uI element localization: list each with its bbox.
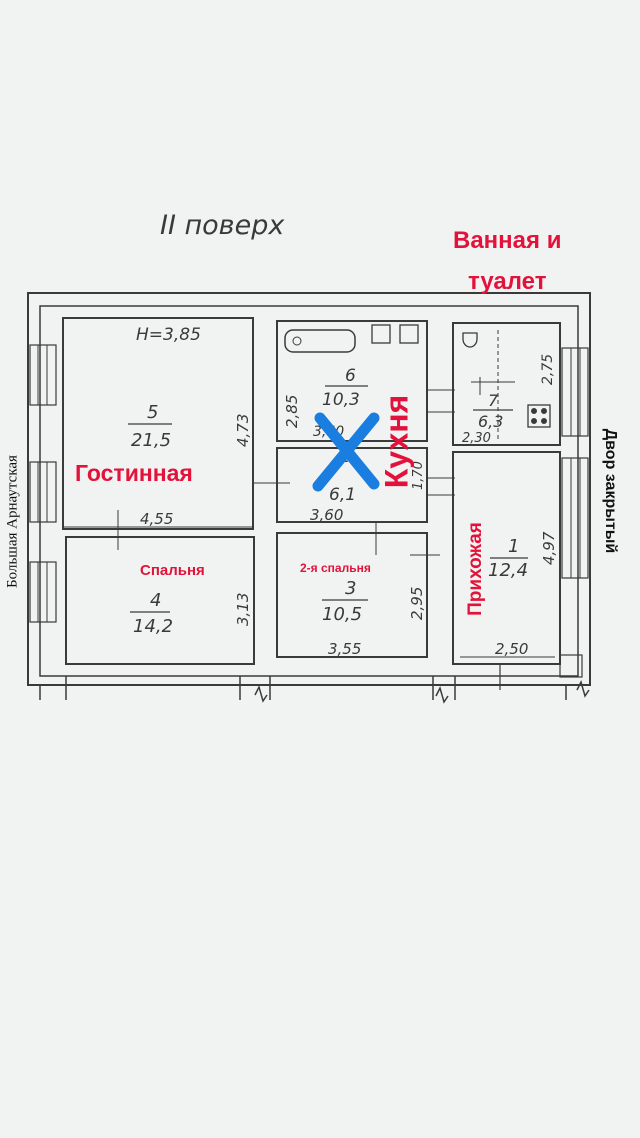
outer-wall — [27, 292, 591, 686]
room-1-width: 2,50 — [495, 640, 528, 658]
room-3-number: 3 — [345, 578, 356, 599]
toilet-icon — [462, 332, 478, 348]
window-right-2 — [561, 457, 589, 579]
ceiling-height: H=3,85 — [136, 325, 201, 345]
sink-icon — [371, 324, 391, 344]
room-7-number: 7 — [488, 391, 499, 410]
bath-wc-label-line2: туалет — [468, 268, 547, 295]
kitchen-label: Кухня — [378, 394, 415, 489]
bedroom-label: Спальня — [140, 562, 205, 579]
room-4-height: 3,13 — [234, 593, 252, 626]
floor-label: II поверх — [160, 210, 285, 241]
bathtub — [284, 329, 356, 353]
room-1-outline — [452, 451, 561, 665]
window-left-2 — [29, 461, 57, 523]
room-5-number: 5 — [147, 402, 158, 423]
room-5-outline — [62, 317, 254, 530]
room-3-width: 3,55 — [328, 640, 361, 658]
room-3-height: 2,95 — [408, 587, 426, 620]
room-7-outline — [452, 322, 561, 446]
room-4-number: 4 — [150, 590, 161, 611]
room-5-height: 4,73 — [234, 414, 252, 447]
room-3-outline — [276, 532, 428, 658]
room-6-area: 10,3 — [322, 390, 360, 410]
bedroom2-label: 2-я спальня — [300, 561, 371, 575]
stove-icon — [527, 404, 551, 428]
room-6-height: 2,85 — [283, 395, 301, 428]
room-1-height: 4,97 — [540, 531, 558, 565]
street-left-label: Большая Арнаутская — [4, 455, 21, 588]
window-left-1 — [29, 344, 57, 406]
window-left-3 — [29, 561, 57, 623]
yard-right-label: Двор закрытый — [602, 428, 619, 554]
bath-wc-label-line1: Ванная и — [453, 227, 562, 254]
room-7-area: 6,3 — [478, 412, 503, 431]
room-2-area: 6,1 — [329, 485, 356, 505]
room-2-height: 1,70 — [411, 461, 426, 490]
room-6-number: 6 — [345, 366, 356, 386]
room-4-outline — [65, 536, 255, 665]
room-1-number: 1 — [508, 536, 519, 557]
room-2-width: 3,60 — [310, 506, 343, 524]
room-5-width: 4,55 — [140, 510, 173, 528]
cross-mark-icon — [312, 412, 380, 492]
room-3-area: 10,5 — [322, 604, 362, 625]
room-5-area: 21,5 — [131, 430, 171, 451]
living-room-label: Гостинная — [75, 460, 193, 486]
room-1-area: 12,4 — [488, 560, 528, 581]
room-4-area: 14,2 — [133, 616, 173, 637]
window-right-1 — [561, 347, 589, 437]
room-7-width: 2,30 — [462, 431, 491, 446]
hallway-label: Прихожая — [465, 522, 486, 616]
room-7-height: 2,75 — [540, 354, 556, 385]
